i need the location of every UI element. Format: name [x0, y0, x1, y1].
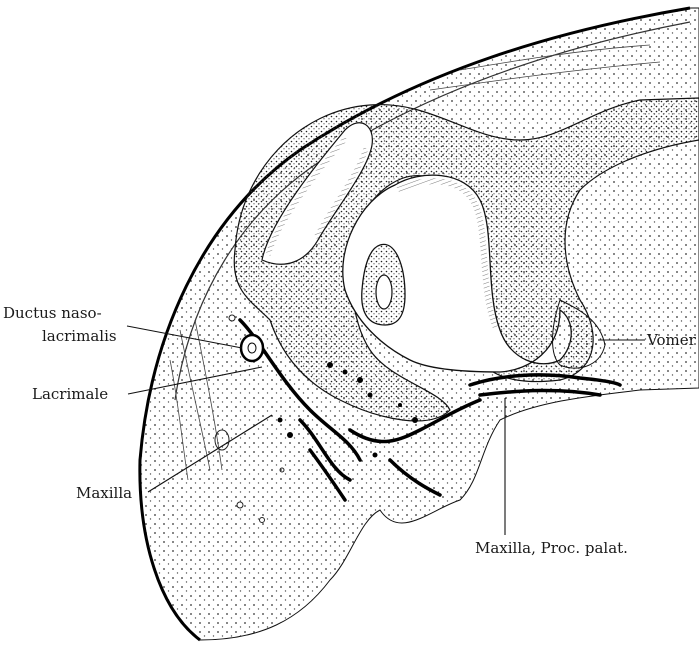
- label-ductus-line1: Ductus naso-: [3, 304, 102, 322]
- label-maxilla: Maxilla: [76, 484, 132, 502]
- label-vomer: Vomer: [646, 331, 697, 349]
- central-oval-lumen: [376, 275, 392, 309]
- label-maxilla-proc-palat: Maxilla, Proc. palat.: [475, 539, 628, 557]
- label-ductus-line2: lacrimalis: [42, 327, 117, 345]
- label-lacrimale: Lacrimale: [32, 385, 108, 403]
- nasolacrimal-duct-lumen: [248, 343, 256, 353]
